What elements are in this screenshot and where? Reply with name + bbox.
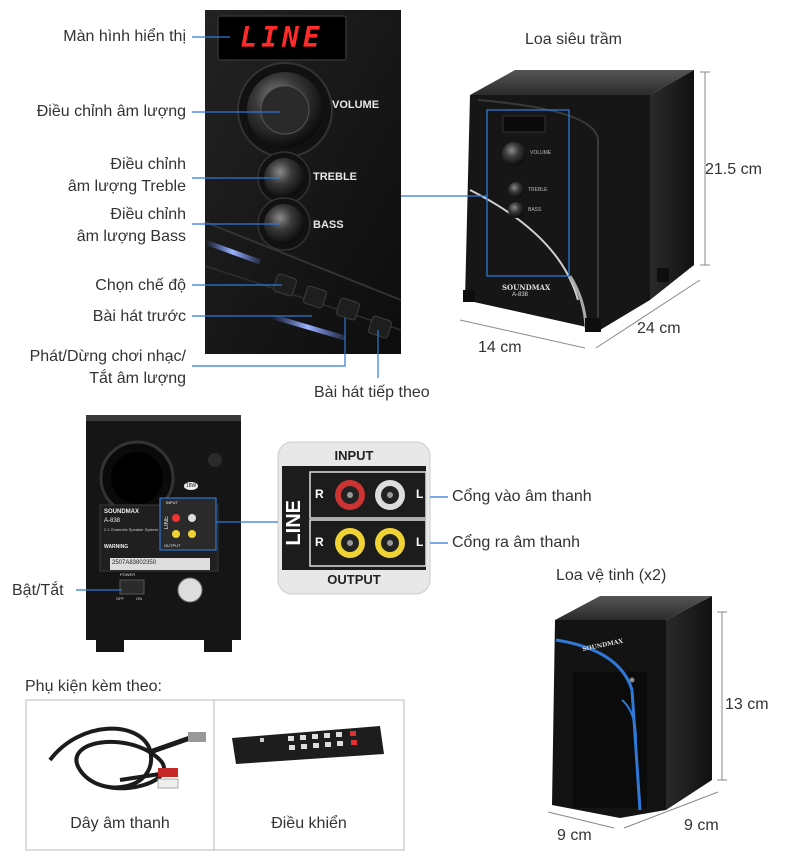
subwoofer-treble-label: TREBLE bbox=[528, 187, 548, 193]
rear-panel-photo bbox=[86, 415, 241, 652]
rear-model: A-838 bbox=[104, 518, 121, 524]
subwoofer-illustration bbox=[463, 70, 694, 332]
subwoofer-depth: 24 cm bbox=[637, 320, 681, 337]
remote-caption: Điều khiển bbox=[271, 815, 347, 832]
treble-knob-label: TREBLE bbox=[313, 171, 357, 183]
rear-input: INPUT bbox=[166, 500, 178, 505]
cable-caption: Dây âm thanh bbox=[70, 815, 170, 832]
accessories-title: Phụ kiện kèm theo: bbox=[25, 678, 162, 695]
satellite-title: Loa vệ tinh (x2) bbox=[556, 567, 667, 584]
subwoofer-width: 14 cm bbox=[478, 339, 522, 356]
mode-button bbox=[272, 273, 298, 297]
volume-callout: Điều chỉnh âm lượng bbox=[36, 103, 186, 120]
bass-knob bbox=[264, 204, 304, 244]
remote-control-image bbox=[232, 726, 384, 764]
subwoofer-model: A-838 bbox=[512, 292, 529, 298]
led-display bbox=[217, 15, 347, 61]
display-callout: Màn hình hiển thị bbox=[63, 28, 186, 45]
treble-callout-line1: Điều chỉnh bbox=[110, 156, 186, 173]
play-callout-line2: Tắt âm lượng bbox=[89, 370, 186, 387]
zoom-line-label: LINE bbox=[283, 500, 305, 546]
zoom-l-bottom: L bbox=[416, 535, 424, 549]
rear-on: ON bbox=[136, 596, 142, 601]
zoom-l-top: L bbox=[416, 487, 424, 501]
display-text: LINE bbox=[240, 21, 324, 54]
audio-cable-image bbox=[48, 726, 206, 791]
rear-serial: 2507A83802350 bbox=[112, 560, 157, 566]
play-button bbox=[335, 297, 361, 321]
satellite-depth: 9 cm bbox=[684, 817, 719, 834]
rear-output: OUTPUT bbox=[164, 543, 181, 548]
mode-callout: Chọn chế độ bbox=[95, 277, 186, 294]
subwoofer-height: 21.5 cm bbox=[705, 161, 762, 178]
bass-callout-line1: Điều chỉnh bbox=[110, 206, 186, 223]
volume-knob-label: VOLUME bbox=[332, 99, 380, 111]
zoom-r-top: R bbox=[315, 487, 324, 501]
subwoofer-bass-label: BASS bbox=[528, 207, 542, 213]
subwoofer-title: Loa siêu trầm bbox=[525, 31, 622, 48]
prev-button bbox=[302, 285, 328, 309]
bass-callout-line2: âm lượng Bass bbox=[76, 228, 186, 245]
rear-power-label: POWER bbox=[120, 572, 136, 577]
zoom-output-label: OUTPUT bbox=[327, 572, 381, 587]
treble-knob bbox=[264, 158, 304, 198]
zoom-input-label: INPUT bbox=[334, 448, 374, 463]
accessories-frame bbox=[25, 699, 405, 851]
treble-callout-line2: âm lượng Treble bbox=[67, 178, 186, 195]
audio-out-callout: Cổng ra âm thanh bbox=[452, 534, 581, 551]
rear-off: OFF bbox=[116, 596, 124, 601]
rear-brand: SOUNDMAX bbox=[104, 509, 140, 515]
zoom-r-bottom: R bbox=[315, 535, 324, 549]
satellite-width: 9 cm bbox=[557, 827, 592, 844]
rear-badge: 18W bbox=[184, 482, 199, 490]
subwoofer-volume-label: VOLUME bbox=[530, 150, 552, 156]
subwoofer-brand: SOUNDMAX bbox=[502, 283, 551, 292]
play-callout-line1: Phát/Dừng chơi nhạc/ bbox=[29, 348, 186, 365]
rear-subtitle: 2.1 Channels Speaker System bbox=[104, 527, 159, 532]
next-callout: Bài hát tiếp theo bbox=[314, 384, 430, 401]
rear-warning: WARNING bbox=[104, 544, 129, 550]
rca-jacks bbox=[335, 480, 405, 558]
satellite-illustration bbox=[552, 596, 712, 818]
rear-line: LINE bbox=[164, 516, 170, 530]
bass-knob-label: BASS bbox=[313, 219, 344, 231]
next-button bbox=[367, 315, 393, 339]
audio-in-callout: Cổng vào âm thanh bbox=[452, 488, 592, 505]
prev-callout: Bài hát trước bbox=[92, 308, 186, 325]
power-callout: Bật/Tắt bbox=[12, 582, 64, 599]
satellite-height: 13 cm bbox=[725, 696, 769, 713]
